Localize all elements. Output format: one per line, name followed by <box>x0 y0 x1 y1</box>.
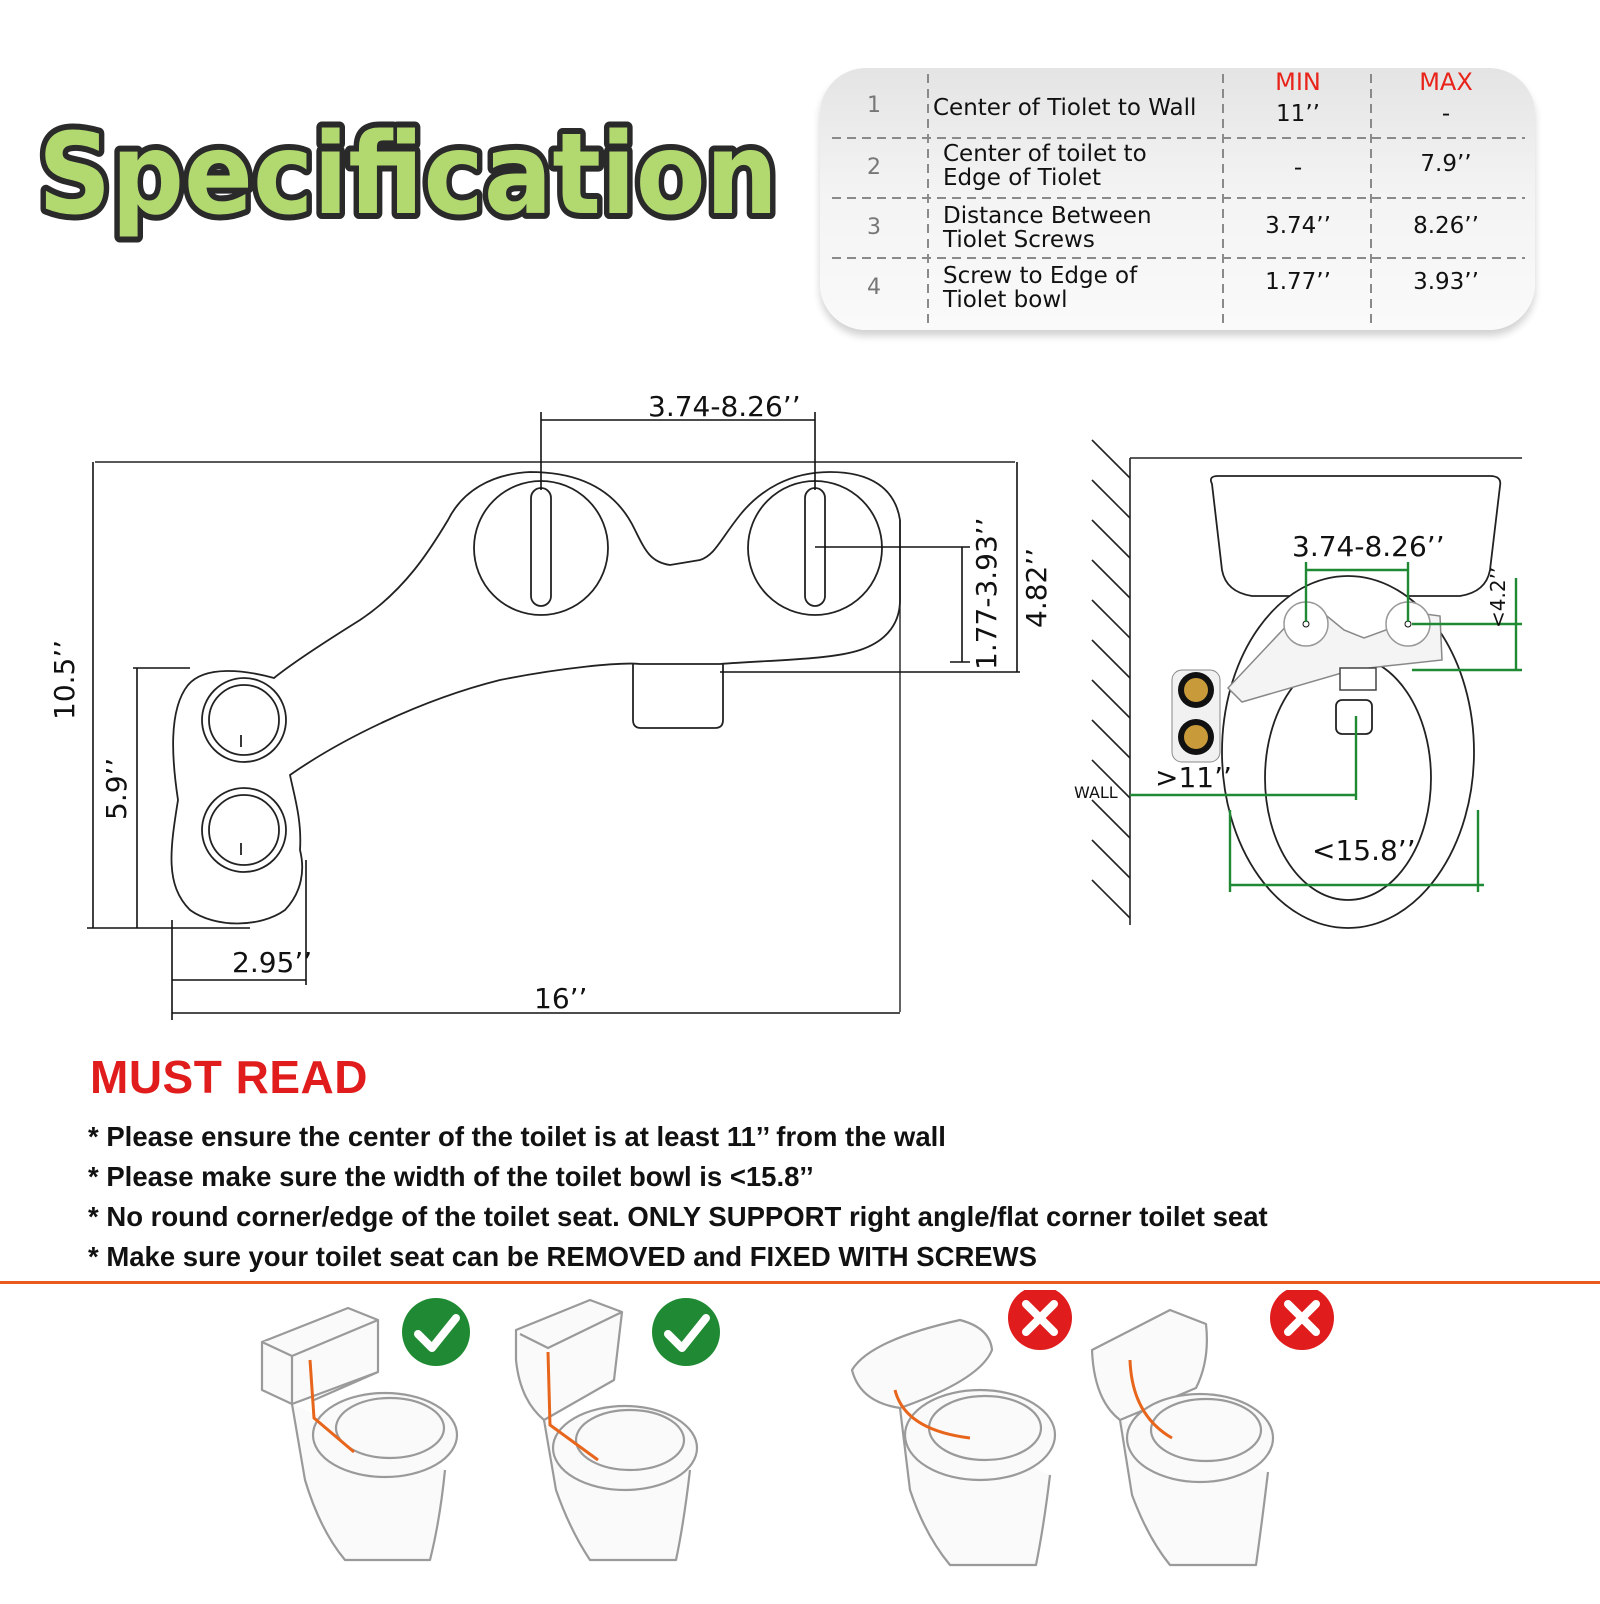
title-outline: Specification <box>38 110 778 240</box>
bidet-outline-drawing <box>95 461 1015 1012</box>
note-item: * Make sure your toilet seat can be REMO… <box>88 1241 1037 1272</box>
row-label-line2: Edge of Tiolet <box>943 165 1102 191</box>
dim-screw-span: 3.74-8.26’’ <box>648 390 801 423</box>
must-read-heading: MUST READ <box>90 1051 368 1103</box>
seat-edge-highlight <box>1128 1359 1173 1440</box>
min-header: MIN <box>1275 68 1321 96</box>
install-dim-offset: <4.2’’ <box>1486 567 1510 628</box>
curved-tank-toilet <box>1090 1308 1275 1567</box>
seat-edge-highlight <box>308 1359 355 1454</box>
check-icon <box>652 1298 720 1366</box>
dim-plate-height: 4.82’’ <box>1020 548 1053 628</box>
dim-screw-edge: 1.77-3.93’’ <box>970 517 1003 670</box>
row-label: Center of toilet to <box>943 141 1147 167</box>
rounded-low-toilet <box>850 1318 1057 1567</box>
row-label: Screw to Edge of <box>943 263 1138 289</box>
row-min: - <box>1293 155 1303 181</box>
row-number: 4 <box>867 275 881 300</box>
row-max: - <box>1441 101 1451 127</box>
bidet-attachment-icon <box>1171 601 1443 763</box>
one-piece-flat-toilet <box>514 1298 699 1562</box>
dim-height: 10.5’’ <box>48 640 81 720</box>
row-min: 1.77’’ <box>1265 269 1331 295</box>
row-number: 2 <box>867 155 881 180</box>
seat-edge-highlight <box>546 1351 599 1462</box>
install-dim-bowl-width: <15.8’’ <box>1312 834 1416 867</box>
spec-table: MIN MAX 1 Center of Tiolet to Wall 11’’ … <box>820 68 1535 330</box>
row-min: 3.74’’ <box>1265 213 1331 239</box>
title-text: Specification <box>38 110 778 240</box>
compatibility-illustrations <box>0 1286 1600 1600</box>
note-item: * Please make sure the width of the toil… <box>88 1161 814 1192</box>
row-max: 8.26’’ <box>1413 213 1479 239</box>
seat-edge-highlight <box>893 1389 971 1440</box>
wall-hatch <box>1091 439 1522 925</box>
dimension-drawings: 3.74-8.26’’ 10.5’’ 5.9’’ 1.77-3.93’’ 4.8… <box>0 380 1600 1060</box>
dim-knob-width: 2.95’’ <box>232 946 312 979</box>
dimension-lines <box>87 412 1020 1020</box>
dim-knob-height: 5.9’’ <box>100 758 133 820</box>
square-tank-toilet <box>260 1306 459 1562</box>
row-min: 11’’ <box>1276 101 1320 127</box>
page-title: Specification Specification <box>30 95 790 255</box>
wall-label: WALL <box>1074 783 1118 802</box>
max-header: MAX <box>1419 68 1473 96</box>
row-label-line2: Tiolet Screws <box>943 227 1095 253</box>
install-dim-wall: >11’’ <box>1155 761 1232 794</box>
row-max: 7.9’’ <box>1420 151 1472 177</box>
row-max: 3.93’’ <box>1413 269 1479 295</box>
must-read-notes: * Please ensure the center of the toilet… <box>88 1117 1268 1277</box>
check-icon <box>402 1298 470 1366</box>
dim-total-width: 16’’ <box>534 982 587 1015</box>
install-dim-screw-span: 3.74-8.26’’ <box>1292 530 1445 563</box>
section-divider <box>0 1281 1600 1284</box>
row-label: Center of Tiolet to Wall <box>933 95 1197 121</box>
cross-icon <box>1008 1286 1072 1350</box>
row-label-line2: Tiolet bowl <box>943 287 1068 313</box>
note-item: * Please ensure the center of the toilet… <box>88 1121 946 1152</box>
row-number: 1 <box>867 93 881 118</box>
note-item: * No round corner/edge of the toilet sea… <box>88 1201 1268 1232</box>
row-label: Distance Between <box>943 203 1152 229</box>
cross-icon <box>1270 1286 1334 1350</box>
install-dimension-lines <box>1130 562 1522 892</box>
row-number: 3 <box>867 215 881 240</box>
